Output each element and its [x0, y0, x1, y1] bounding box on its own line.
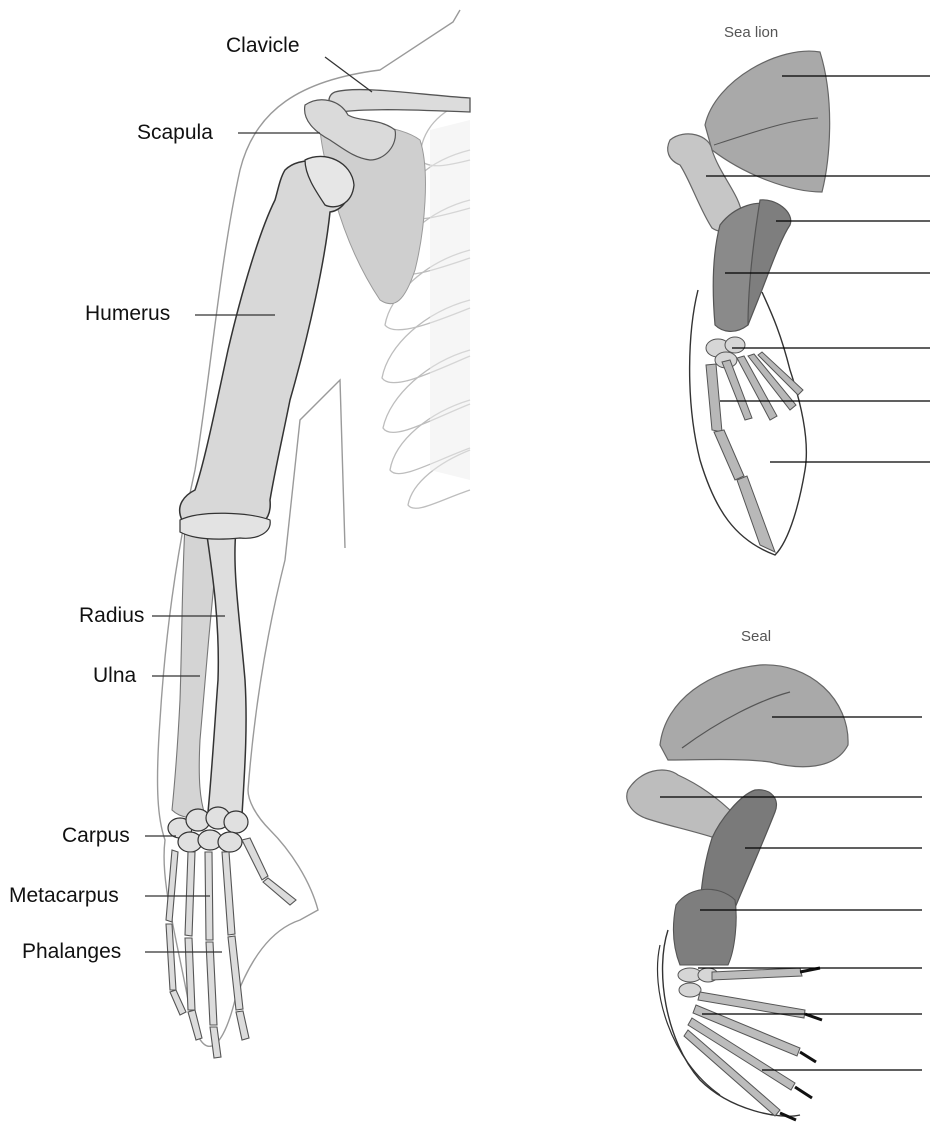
humerus-bone — [180, 161, 349, 530]
hand-bones — [166, 838, 296, 1058]
label-radius: Radius — [79, 604, 144, 628]
sea-lion-scapula — [705, 51, 830, 192]
sternum-area — [430, 120, 470, 480]
label-metacarpus: Metacarpus — [9, 884, 119, 908]
seal-carpus-block — [673, 889, 736, 965]
sea-lion-digits — [706, 352, 803, 552]
elbow-joint — [180, 513, 270, 539]
label-clavicle: Clavicle — [226, 34, 300, 58]
seal-title: Seal — [741, 628, 771, 645]
radius-bone — [205, 518, 246, 818]
sea-lion-flipper-illustration — [668, 51, 830, 555]
sea-lion-flipper-outline — [690, 290, 807, 555]
label-phalanges: Phalanges — [22, 940, 121, 964]
human-arm-illustration — [158, 10, 470, 1058]
label-ulna: Ulna — [93, 664, 136, 688]
seal-flipper-illustration — [627, 665, 848, 1120]
seal-digits — [684, 968, 805, 1116]
label-carpus: Carpus — [62, 824, 130, 848]
label-humerus: Humerus — [85, 302, 170, 326]
sea-lion-title: Sea lion — [724, 24, 778, 41]
seal-scapula — [660, 665, 848, 767]
clavicle-bone — [329, 90, 470, 112]
label-scapula: Scapula — [137, 121, 213, 145]
